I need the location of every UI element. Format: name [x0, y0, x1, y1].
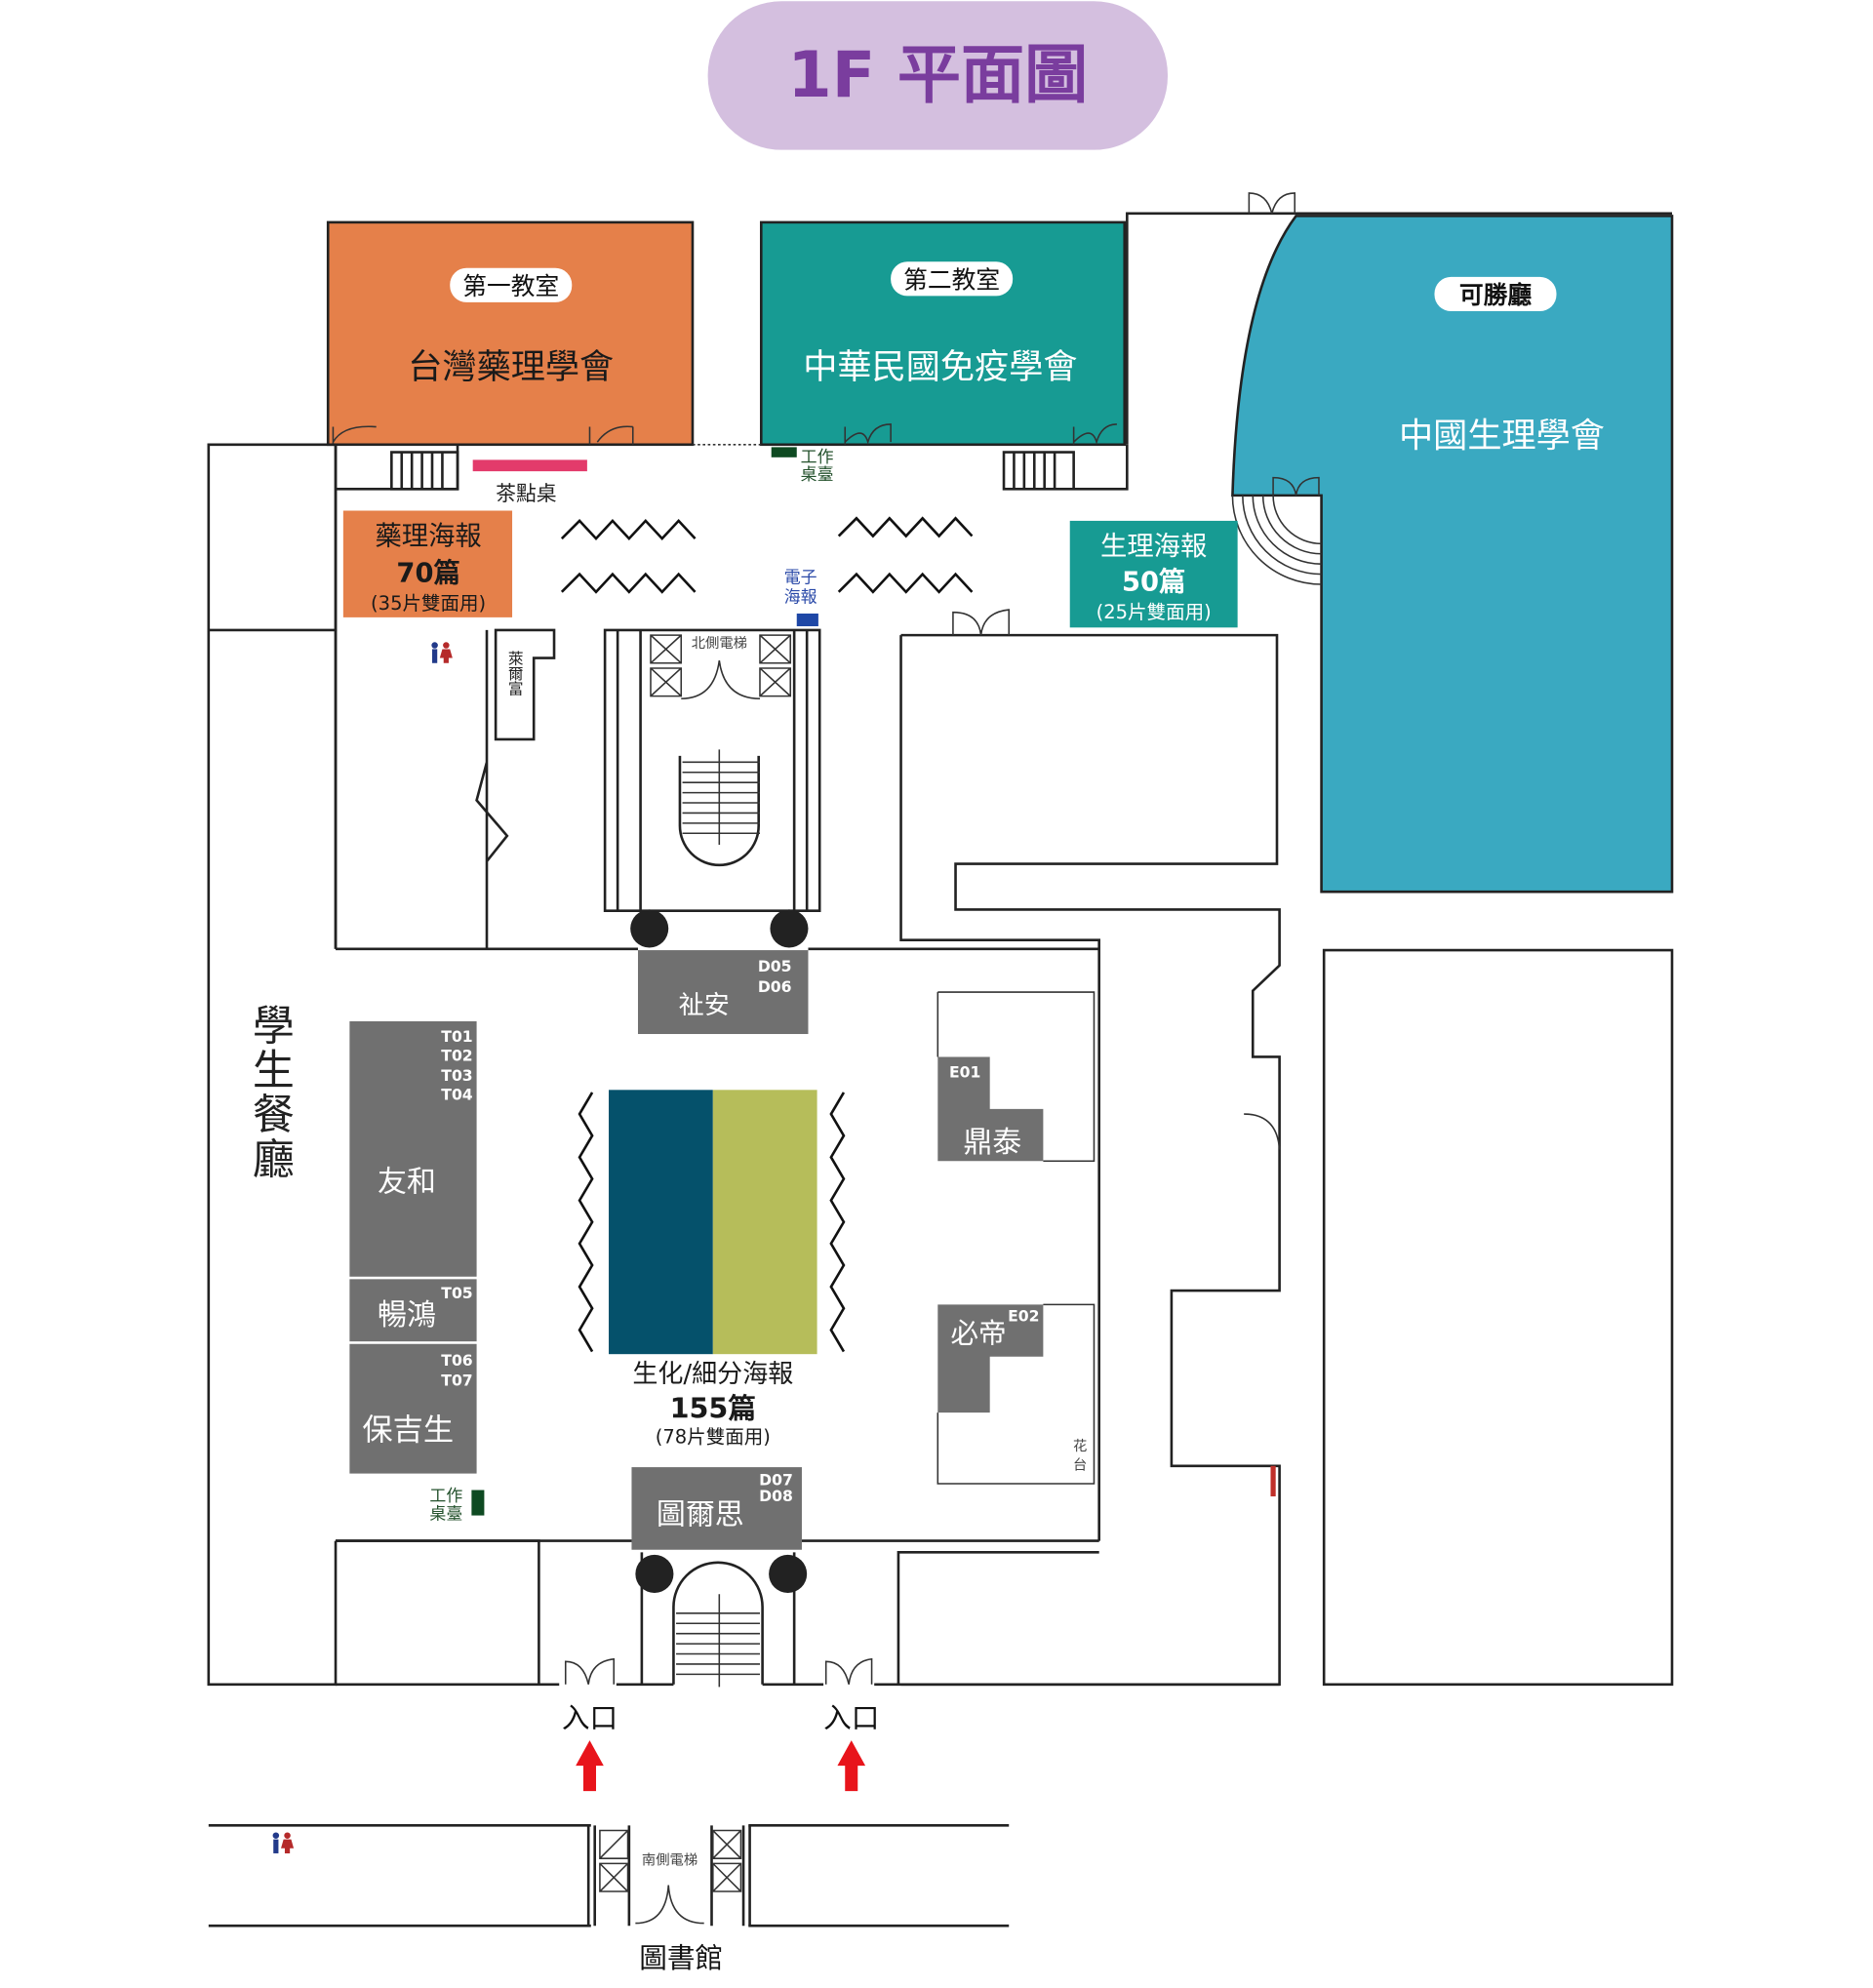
- room-2-name: 中華民國免疫學會: [803, 347, 1077, 387]
- library-corridor: 南側電梯: [208, 1824, 1010, 1928]
- tea-table: [472, 459, 587, 472]
- work-desk-lower-label-2: 桌臺: [429, 1503, 462, 1523]
- booth-code: D06: [758, 978, 792, 996]
- work-desk-lower-label-1: 工作: [429, 1486, 462, 1505]
- booth-code: T05: [441, 1285, 472, 1302]
- booth-code: E02: [1008, 1307, 1039, 1325]
- walls: [207, 192, 1674, 1687]
- pharm-poster-area[interactable]: 藥理海報 70篇 (35片雙面用): [342, 510, 513, 617]
- north-elevator-label: 北側電梯: [692, 635, 747, 652]
- student-cafeteria-label: 學生餐廳: [245, 1004, 294, 1181]
- room-1-tag: 第一教室: [462, 272, 559, 300]
- work-desk-top-label-2: 桌臺: [801, 464, 834, 484]
- pharm-poster-note: (35片雙面用): [371, 592, 486, 615]
- title-pill: 1F 平面圖: [707, 1, 1169, 150]
- north-elevator[interactable]: 北側電梯: [603, 628, 821, 948]
- booth-name: 暢鴻: [378, 1298, 436, 1332]
- room-2[interactable]: 第二教室 中華民國免疫學會: [759, 220, 1127, 447]
- booth-code: T03: [441, 1067, 472, 1085]
- cafe-label: 萊爾富: [506, 650, 524, 696]
- room-2-tag: 第二教室: [903, 266, 1000, 295]
- phys-poster-title: 生理海報: [1100, 532, 1207, 562]
- planter-label-1: 花: [1073, 1438, 1087, 1454]
- bio-poster-area[interactable]: 生化/細分海報 155篇 (78片雙面用): [609, 1090, 817, 1448]
- booth-name: 必帝: [950, 1316, 1006, 1349]
- restroom-icon: [431, 642, 453, 663]
- tea-table-label: 茶點桌: [496, 482, 557, 505]
- bio-poster-title: 生化/細分海報: [632, 1360, 793, 1389]
- e-poster-label-2: 海報: [784, 586, 817, 606]
- room-1[interactable]: 第一教室 台灣藥理學會: [326, 220, 695, 447]
- pharm-poster-title: 藥理海報: [375, 522, 481, 552]
- arrow-up-icon: [837, 1740, 866, 1792]
- work-desk-top-label-1: 工作: [801, 447, 834, 466]
- booth-name: 鼎泰: [963, 1126, 1021, 1160]
- phys-poster-area[interactable]: 生理海報 50篇 (25片雙面用): [1069, 520, 1238, 628]
- booth-code: D07: [759, 1471, 793, 1489]
- room-3[interactable]: 可勝廳 中國生理學會: [1231, 215, 1674, 894]
- room-3-tag: 可勝廳: [1459, 281, 1532, 309]
- page-title: 1F 平面圖: [787, 39, 1088, 112]
- booth-code: E01: [949, 1063, 980, 1081]
- arrow-up-icon: [576, 1740, 604, 1792]
- room-1-name: 台灣藥理學會: [408, 347, 614, 387]
- south-stairs[interactable]: [635, 1552, 808, 1688]
- entrance-left-label: 入口: [562, 1701, 618, 1734]
- room-3-name: 中國生理學會: [1399, 416, 1605, 456]
- library-label: 圖書館: [639, 1941, 723, 1974]
- booth-name: 保吉生: [362, 1413, 454, 1449]
- booth-d05-d06[interactable]: D05 D06 祉安: [637, 950, 809, 1035]
- booth-code: T07: [441, 1372, 472, 1390]
- restroom-icon-south: [272, 1832, 295, 1853]
- poster-boards-center: [578, 1092, 846, 1353]
- bio-poster-count: 155篇: [670, 1391, 756, 1424]
- booth-code: D08: [759, 1488, 793, 1505]
- booth-e02[interactable]: E02 必帝 花 台: [936, 1303, 1096, 1485]
- entrance-right-label: 入口: [823, 1701, 879, 1734]
- booth-name: 圖爾思: [657, 1498, 744, 1532]
- booth-t05[interactable]: T05 暢鴻: [349, 1279, 477, 1342]
- booth-code: T02: [441, 1047, 472, 1064]
- booth-t01-t04[interactable]: T01 T02 T03 T04 友和: [349, 1020, 477, 1277]
- booth-e01[interactable]: E01 鼎泰: [936, 991, 1096, 1163]
- entrance-left[interactable]: 入口: [562, 1701, 618, 1792]
- south-elevator-label: 南側電梯: [642, 1852, 697, 1869]
- work-desk-top: [771, 447, 797, 457]
- booth-code: T06: [441, 1352, 473, 1370]
- booth-name: 祉安: [679, 991, 730, 1020]
- booth-code: D05: [758, 958, 792, 975]
- booth-d07-d08[interactable]: D07 D08 圖爾思: [631, 1467, 802, 1550]
- booth-code: T04: [441, 1087, 473, 1104]
- e-poster-screen: [796, 613, 818, 627]
- bio-poster-note: (78片雙面用): [656, 1425, 771, 1448]
- booth-name: 友和: [378, 1165, 436, 1199]
- booth-code: T01: [441, 1028, 472, 1046]
- phys-poster-note: (25片雙面用): [1096, 601, 1212, 623]
- poster-boards-north: [560, 516, 974, 594]
- entrance-right[interactable]: 入口: [823, 1701, 879, 1792]
- planter-label-2: 台: [1073, 1457, 1087, 1474]
- booth-t06-t07[interactable]: T06 T07 保吉生: [349, 1343, 477, 1474]
- phys-poster-count: 50篇: [1122, 567, 1185, 598]
- work-desk-lower: [471, 1490, 485, 1516]
- pharm-poster-count: 70篇: [396, 557, 459, 588]
- e-poster-label-1: 電子: [784, 568, 817, 587]
